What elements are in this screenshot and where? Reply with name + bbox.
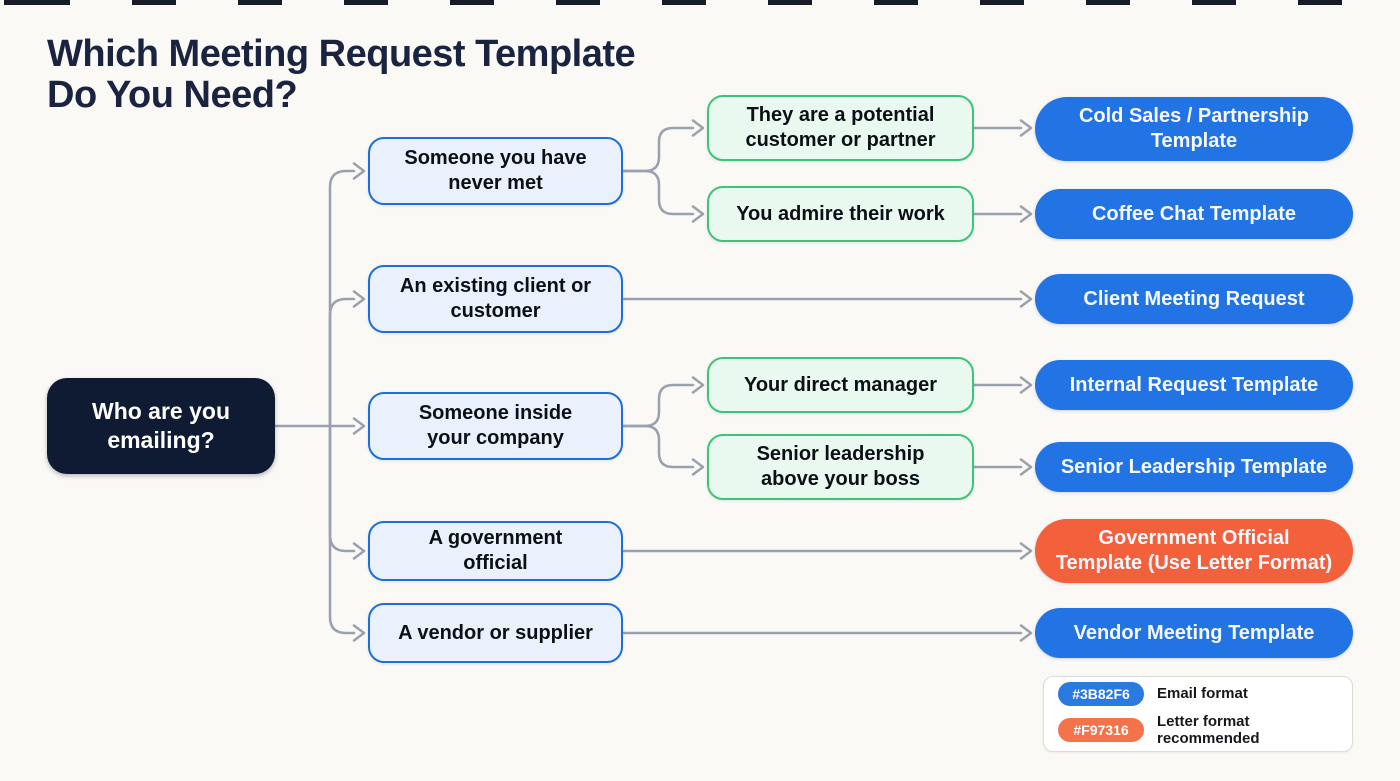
legend-label: Email format bbox=[1157, 685, 1248, 702]
arrowhead bbox=[1019, 624, 1033, 642]
arrowhead bbox=[1019, 376, 1033, 394]
edge-trunk-vendor bbox=[328, 424, 356, 635]
node-existing-client: An existing client or customer bbox=[368, 265, 623, 333]
node-label: Who are you emailing? bbox=[91, 398, 230, 453]
node-label: Your direct manager bbox=[743, 373, 938, 396]
edge-never-met-admire bbox=[621, 169, 695, 216]
legend-swatch-blue: #3B82F6 bbox=[1058, 681, 1144, 706]
node-label: An existing client or customer bbox=[399, 275, 592, 322]
edge-inside-manager bbox=[621, 383, 695, 428]
result-label: Internal Request Template bbox=[1069, 373, 1319, 396]
result-vendor-meeting-template: Vendor Meeting Template bbox=[1035, 608, 1353, 658]
node-label: Someone inside your company bbox=[418, 402, 573, 449]
result-government-official-template: Government Official Template (Use Letter… bbox=[1035, 519, 1353, 583]
node-vendor-supplier: A vendor or supplier bbox=[368, 603, 623, 663]
node-senior-leadership: Senior leadership above your boss bbox=[707, 434, 974, 500]
node-government-official: A government official bbox=[368, 521, 623, 581]
node-inside-company: Someone inside your company bbox=[368, 392, 623, 460]
arrowhead bbox=[691, 119, 705, 137]
legend-swatch-orange: #F97316 bbox=[1058, 717, 1144, 742]
result-internal-request-template: Internal Request Template bbox=[1035, 360, 1353, 410]
arrowhead bbox=[1019, 458, 1033, 476]
edge-trunk-existing-client bbox=[328, 297, 356, 428]
node-root-question: Who are you emailing? bbox=[47, 378, 275, 474]
result-label: Government Official Template (Use Letter… bbox=[1055, 527, 1333, 574]
edge-inside-leadership bbox=[621, 424, 695, 469]
edge-trunk-never-met bbox=[328, 169, 356, 428]
arrowhead bbox=[352, 624, 366, 642]
node-admire-work: You admire their work bbox=[707, 186, 974, 242]
page-title: Which Meeting Request Template Do You Ne… bbox=[47, 33, 636, 117]
result-label: Senior Leadership Template bbox=[1060, 455, 1328, 478]
arrowhead bbox=[691, 458, 705, 476]
node-label: A vendor or supplier bbox=[398, 621, 593, 644]
result-cold-sales-template: Cold Sales / Partnership Template bbox=[1035, 97, 1353, 161]
node-label: You admire their work bbox=[736, 202, 945, 225]
result-label: Cold Sales / Partnership Template bbox=[1078, 105, 1310, 152]
arrowhead bbox=[1019, 542, 1033, 560]
edge-never-met-potential bbox=[621, 126, 695, 173]
node-label: They are a potential customer or partner bbox=[745, 104, 936, 151]
edge-trunk-government bbox=[328, 424, 356, 553]
arrowhead bbox=[691, 376, 705, 394]
arrowhead bbox=[352, 417, 366, 435]
result-label: Vendor Meeting Template bbox=[1073, 621, 1315, 644]
node-direct-manager: Your direct manager bbox=[707, 357, 974, 413]
legend-label: Letter format recommended bbox=[1157, 712, 1260, 747]
top-dashed-border bbox=[0, 0, 1400, 5]
arrowhead bbox=[1019, 205, 1033, 223]
result-label: Client Meeting Request bbox=[1083, 287, 1305, 310]
arrowhead bbox=[691, 205, 705, 223]
arrowhead bbox=[352, 162, 366, 180]
legend-card: #3B82F6 Email format #F97316 Letter form… bbox=[1043, 676, 1353, 752]
node-potential-customer: They are a potential customer or partner bbox=[707, 95, 974, 161]
arrowhead bbox=[352, 290, 366, 308]
result-coffee-chat-template: Coffee Chat Template bbox=[1035, 189, 1353, 239]
arrowhead bbox=[1019, 119, 1033, 137]
arrowhead bbox=[352, 542, 366, 560]
arrowhead bbox=[1019, 290, 1033, 308]
result-label: Coffee Chat Template bbox=[1091, 202, 1297, 225]
legend-row-letter: #F97316 Letter format recommended bbox=[1058, 713, 1338, 747]
node-never-met: Someone you have never met bbox=[368, 137, 623, 205]
node-label: Senior leadership above your boss bbox=[756, 443, 925, 490]
legend-row-email: #3B82F6 Email format bbox=[1058, 681, 1338, 706]
result-senior-leadership-template: Senior Leadership Template bbox=[1035, 442, 1353, 492]
node-label: Someone you have never met bbox=[404, 147, 587, 194]
result-client-meeting-request: Client Meeting Request bbox=[1035, 274, 1353, 324]
node-label: A government official bbox=[428, 527, 563, 574]
